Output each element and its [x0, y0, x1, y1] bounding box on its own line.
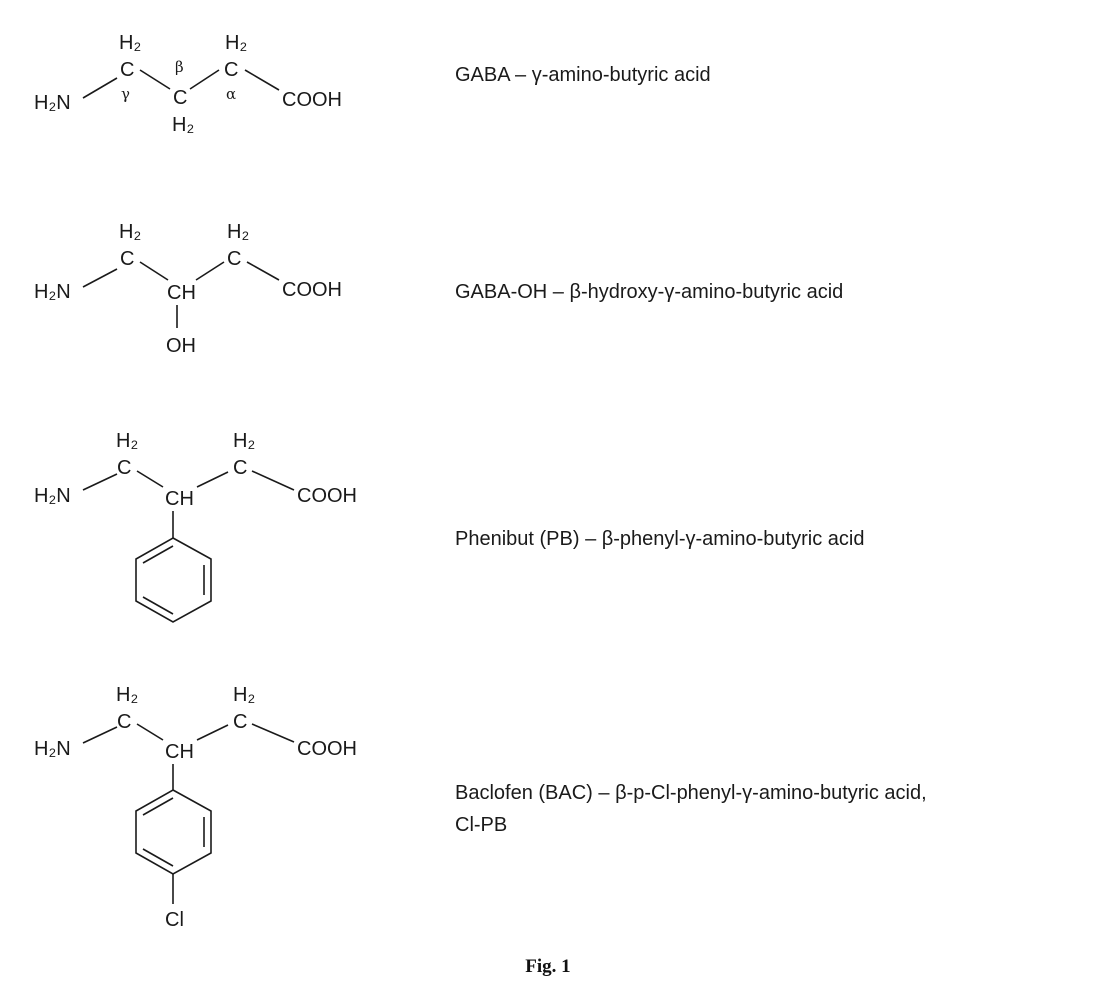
carbon-label: C [120, 248, 134, 270]
figure-caption: Fig. 1 [525, 956, 570, 977]
h2-label: H₂ [116, 684, 138, 706]
beta-label: β [175, 58, 184, 76]
bond [251, 723, 295, 743]
compound-name-gaba: GABA – γ-amino-butyric acid [455, 64, 711, 86]
compound-name-gaba-oh: GABA-OH – β-hydroxy-γ-amino-butyric acid [455, 281, 843, 303]
bond [82, 77, 118, 99]
bond [189, 69, 220, 90]
h2-label: H₂ [116, 430, 138, 452]
ch-label: CH [165, 741, 194, 763]
carboxyl-label: COOH [297, 738, 357, 760]
h2-label: H₂ [119, 32, 141, 54]
structure-phenibut: H₂N H₂ C CH H₂ C COOH [34, 430, 357, 623]
h2-label: H₂ [227, 221, 249, 243]
ch-label: CH [167, 282, 196, 304]
h2-label: H₂ [225, 32, 247, 54]
h2-label: H₂ [172, 114, 194, 136]
structure-gaba: H₂N H₂ C γ β C H₂ H₂ C α COOH [34, 32, 342, 136]
chlorobenzene-ring [135, 789, 212, 875]
carboxyl-label: COOH [297, 485, 357, 507]
carboxyl-label: COOH [282, 89, 342, 111]
bond [196, 724, 229, 741]
compound-name-phenibut: Phenibut (PB) – β-phenyl-γ-amino-butyric… [455, 528, 864, 550]
amine-label: H₂N [34, 281, 71, 303]
chlorine-label: Cl [165, 909, 184, 931]
structure-baclofen: H₂N H₂ C CH H₂ C COOH Cl [34, 684, 357, 931]
carbon-label: C [117, 457, 131, 479]
bond [136, 723, 164, 741]
bond [195, 261, 225, 281]
h2-label: H₂ [119, 221, 141, 243]
carbon-label: C [233, 711, 247, 733]
bond [82, 473, 118, 491]
bond [82, 726, 118, 744]
carbon-label: C [120, 59, 134, 81]
carbon-label: C [233, 457, 247, 479]
gamma-label: γ [121, 85, 130, 103]
bond [139, 69, 171, 90]
bond [246, 261, 280, 281]
h2-label: H₂ [233, 430, 255, 452]
amine-label: H₂N [34, 738, 71, 760]
h2-label: H₂ [233, 684, 255, 706]
bond [82, 268, 118, 288]
carbon-label: C [227, 248, 241, 270]
carbon-label: C [224, 59, 238, 81]
compound-name-baclofen: Baclofen (BAC) – β-p-Cl-phenyl-γ-amino-b… [455, 782, 927, 804]
carbon-label: C [173, 87, 187, 109]
bond [244, 69, 280, 91]
compound-name-baclofen-line2: Cl-PB [455, 814, 507, 836]
bond [136, 470, 164, 488]
carboxyl-label: COOH [282, 279, 342, 301]
structure-gaba-oh: H₂N H₂ C CH H₂ C COOH OH [34, 221, 342, 357]
hydroxyl-label: OH [166, 335, 196, 357]
ch-label: CH [165, 488, 194, 510]
benzene-ring [135, 537, 212, 623]
amine-label: H₂N [34, 485, 71, 507]
amine-label: H₂N [34, 92, 71, 114]
bond [196, 471, 229, 488]
alpha-label: α [226, 85, 236, 103]
bond [251, 470, 295, 491]
carbon-label: C [117, 711, 131, 733]
bond [139, 261, 169, 281]
